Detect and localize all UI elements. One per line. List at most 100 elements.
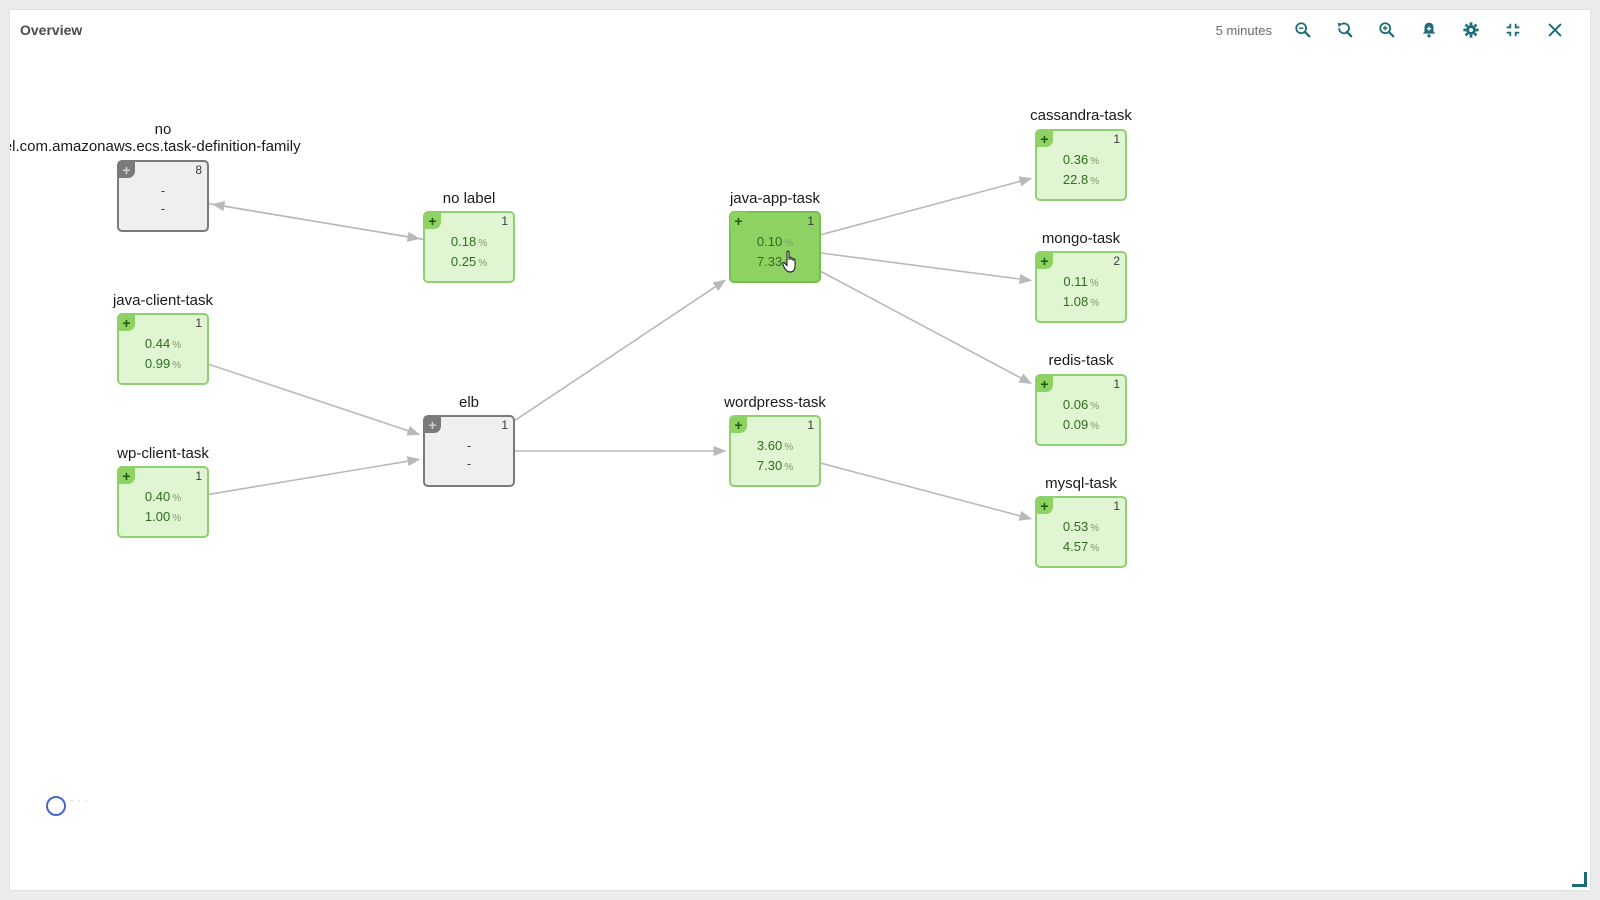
expand-icon[interactable]: + bbox=[118, 161, 135, 178]
unit-1: % bbox=[1090, 523, 1100, 534]
expand-icon[interactable]: + bbox=[118, 467, 135, 484]
loading-ring-icon bbox=[46, 796, 66, 816]
expand-icon[interactable]: + bbox=[730, 212, 747, 229]
expand-icon[interactable]: + bbox=[424, 212, 441, 229]
node-count: 1 bbox=[807, 214, 814, 228]
unit-1: % bbox=[1090, 401, 1100, 412]
node-label-nolabel-family-line1: no bbox=[154, 121, 172, 138]
node-count: 1 bbox=[807, 418, 814, 432]
resize-handle-icon[interactable] bbox=[1572, 872, 1587, 887]
node-nolabel[interactable]: + 1 0.18%0.25% bbox=[423, 211, 515, 283]
node-label-nolabel: no label bbox=[442, 190, 496, 207]
edge-wordpress-to-mysql[interactable] bbox=[820, 462, 1033, 521]
node-label-wp-client: wp-client-task bbox=[117, 445, 209, 462]
node-value-1: 3.60 bbox=[756, 438, 783, 453]
node-elb[interactable]: + 1 - - bbox=[423, 415, 515, 487]
unit-2: % bbox=[1090, 543, 1100, 554]
node-value-2: 7.33 bbox=[756, 254, 783, 269]
node-count: 1 bbox=[1113, 132, 1120, 146]
expand-icon[interactable]: + bbox=[730, 416, 747, 433]
node-count: 1 bbox=[501, 418, 508, 432]
alert-bell-icon[interactable] bbox=[1408, 18, 1450, 42]
node-label-mysql: mysql-task bbox=[1045, 475, 1117, 492]
edge-java_app-to-mongo[interactable] bbox=[820, 252, 1033, 285]
node-value-1: 0.11 bbox=[1063, 274, 1088, 289]
node-count: 2 bbox=[1113, 254, 1120, 268]
edge-nolabel_family-to-nolabel[interactable] bbox=[208, 202, 421, 242]
expand-icon[interactable]: + bbox=[424, 416, 441, 433]
node-value-2: 1.00 bbox=[144, 509, 171, 524]
node-label-cassandra: cassandra-task bbox=[1030, 107, 1132, 124]
node-value-1: 0.10 bbox=[756, 234, 783, 249]
collapse-icon[interactable] bbox=[1492, 18, 1534, 42]
time-window-label[interactable]: 5 minutes bbox=[1215, 22, 1272, 38]
unit-1: % bbox=[172, 493, 182, 504]
topology-canvas[interactable]: no iner.label.com.amazonaws.ecs.task-def… bbox=[10, 10, 1590, 890]
expand-icon[interactable]: + bbox=[1036, 497, 1053, 514]
node-count: 1 bbox=[195, 316, 202, 330]
zoom-out-icon[interactable] bbox=[1282, 18, 1324, 42]
node-value-2: - bbox=[160, 201, 166, 216]
node-count: 1 bbox=[195, 469, 202, 483]
node-redis-task[interactable]: + 1 0.06%0.09% bbox=[1035, 374, 1127, 446]
zoom-in-icon[interactable] bbox=[1366, 18, 1408, 42]
unit-1: % bbox=[784, 442, 794, 453]
node-value-1: 0.18 bbox=[450, 234, 477, 249]
unit-2: % bbox=[478, 258, 488, 269]
node-count: 1 bbox=[1113, 377, 1120, 391]
overview-panel: Overview 5 minutes bbox=[10, 10, 1590, 890]
unit-1: % bbox=[784, 238, 794, 249]
expand-icon[interactable]: + bbox=[1036, 252, 1053, 269]
node-value-2: 7.30 bbox=[756, 458, 783, 473]
node-value-1: 0.40 bbox=[144, 489, 171, 504]
node-value-1: 0.44 bbox=[144, 336, 171, 351]
node-wp-client-task[interactable]: + 1 0.40%1.00% bbox=[117, 466, 209, 538]
edge-java_client-to-elb[interactable] bbox=[208, 363, 421, 436]
node-label-redis: redis-task bbox=[1048, 352, 1114, 369]
node-value-2: 22.8 bbox=[1062, 172, 1089, 187]
node-value-2: 0.99 bbox=[144, 356, 171, 371]
node-value-2: 4.57 bbox=[1062, 539, 1089, 554]
edge-wp_client-to-elb[interactable] bbox=[208, 456, 421, 496]
expand-icon[interactable]: + bbox=[1036, 375, 1053, 392]
edges-layer bbox=[208, 176, 1033, 521]
node-cassandra-task[interactable]: + 1 0.36%22.8% bbox=[1035, 129, 1127, 201]
node-value-2: 1.08 bbox=[1062, 294, 1089, 309]
unit-2: % bbox=[1090, 421, 1100, 432]
node-label-nolabel-family-line2: iner.label.com.amazonaws.ecs.task-defini… bbox=[10, 138, 301, 155]
node-value-1: - bbox=[466, 438, 472, 453]
node-mongo-task[interactable]: + 2 0.11%1.08% bbox=[1035, 251, 1127, 323]
node-value-2: 0.25 bbox=[450, 254, 477, 269]
loading-dots: ··· bbox=[70, 793, 91, 807]
node-value-2: - bbox=[466, 456, 472, 471]
node-value-1: 0.36 bbox=[1062, 152, 1089, 167]
zoom-reset-icon[interactable] bbox=[1324, 18, 1366, 42]
node-label-java-app: java-app-task bbox=[729, 190, 821, 207]
node-mysql-task[interactable]: + 1 0.53%4.57% bbox=[1035, 496, 1127, 568]
unit-2: % bbox=[172, 513, 182, 524]
edge-elb-to-java_app[interactable] bbox=[514, 279, 727, 421]
node-label-java-client: java-client-task bbox=[112, 292, 214, 309]
gear-icon[interactable] bbox=[1450, 18, 1492, 42]
unit-1: % bbox=[1090, 156, 1100, 167]
unit-1: % bbox=[478, 238, 488, 249]
node-nolabel-family[interactable]: + 8 -- bbox=[117, 160, 209, 232]
expand-icon[interactable]: + bbox=[1036, 130, 1053, 147]
close-icon[interactable] bbox=[1534, 18, 1576, 42]
unit-1: % bbox=[172, 340, 182, 351]
edge-java_app-to-redis[interactable] bbox=[820, 270, 1033, 385]
unit-2: % bbox=[1090, 176, 1100, 187]
node-java-client-task[interactable]: + 1 0.44%0.99% bbox=[117, 313, 209, 385]
expand-icon[interactable]: + bbox=[118, 314, 135, 331]
unit-2: % bbox=[784, 462, 794, 473]
unit-2: % bbox=[784, 258, 794, 269]
node-value-1: 0.06 bbox=[1062, 397, 1089, 412]
node-java-app-task[interactable]: + 1 0.10%7.33% bbox=[729, 211, 821, 283]
node-wordpress-task[interactable]: + 1 3.60%7.30% bbox=[729, 415, 821, 487]
edge-java_app-to-cassandra[interactable] bbox=[820, 176, 1033, 236]
node-label-wordpress: wordpress-task bbox=[724, 394, 826, 411]
node-label-elb: elb bbox=[458, 394, 480, 411]
node-count: 1 bbox=[501, 214, 508, 228]
node-count: 1 bbox=[1113, 499, 1120, 513]
node-value-2: 0.09 bbox=[1062, 417, 1089, 432]
